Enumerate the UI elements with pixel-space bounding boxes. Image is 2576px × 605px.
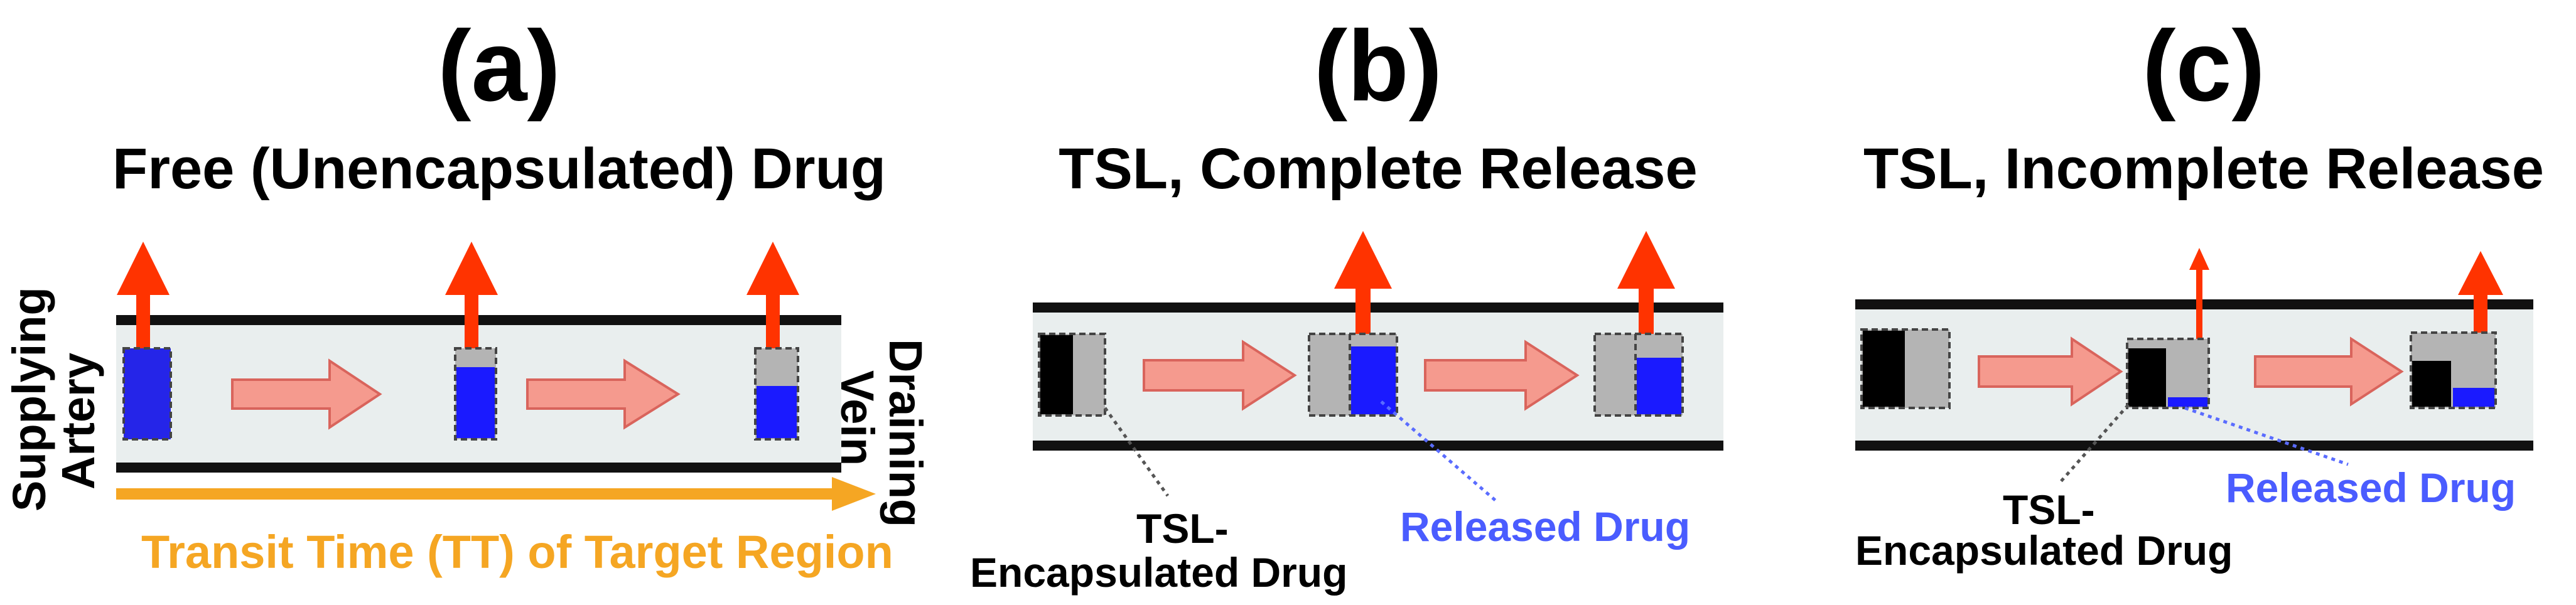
panel-a-right-label: Draining Vein [831, 339, 932, 527]
panel-c: (c) TSL, Incomplete Release [1855, 9, 2544, 574]
panel-b-liposome-1 [1038, 333, 1106, 417]
svg-text:Encapsulated Drug: Encapsulated Drug [1855, 527, 2233, 574]
svg-text:Supplying: Supplying [3, 287, 55, 511]
svg-text:Draining: Draining [880, 339, 932, 527]
panel-a-title: Free (Unencapsulated) Drug [112, 137, 886, 201]
panel-a: (a) Free (Unencapsulated) Drug Supplying… [3, 9, 932, 578]
panel-b-letter: (b) [1314, 9, 1442, 122]
panel-b-encapsulated-label: TSL- Encapsulated Drug [970, 505, 1347, 596]
panel-b-extravasation-arrows [1334, 231, 1675, 339]
panel-a-letter: (a) [438, 9, 561, 122]
svg-text:Vein: Vein [831, 370, 883, 466]
panel-a-extravasation-arrows [117, 242, 799, 351]
panel-c-liposome-3 [2410, 331, 2497, 409]
svg-text:TSL-: TSL- [2003, 486, 2095, 533]
panel-c-released-label: Released Drug [2226, 464, 2516, 511]
panel-c-liposome-1 [1860, 328, 1951, 409]
panel-b-leader-lines [1103, 400, 1499, 503]
panel-b-released-label: Released Drug [1400, 503, 1690, 550]
panel-b-title: TSL, Complete Release [1059, 137, 1697, 201]
panel-c-encapsulated-label: TSL- Encapsulated Drug [1855, 486, 2233, 574]
panel-c-letter: (c) [2142, 9, 2265, 122]
panel-a-timeline: Transit Time (TT) of Target Region [116, 477, 893, 578]
svg-text:Artery: Artery [52, 353, 104, 490]
panel-b-liposome-3 [1593, 333, 1684, 417]
svg-text:Encapsulated Drug: Encapsulated Drug [970, 549, 1347, 596]
panel-c-extravasation-arrows [2189, 248, 2503, 342]
svg-text:TSL-: TSL- [1136, 505, 1229, 552]
panel-c-leader-lines [2058, 404, 2349, 485]
panel-a-left-label: Supplying Artery [3, 287, 104, 511]
panel-c-flow-arrows [1978, 336, 2404, 407]
panel-c-liposome-2 [2126, 338, 2210, 409]
panel-a-flow-arrows [231, 358, 681, 430]
panel-a-timeline-label: Transit Time (TT) of Target Region [141, 526, 893, 578]
panel-b: (b) TSL, Complete Release [970, 9, 1723, 596]
panel-c-title: TSL, Incomplete Release [1863, 137, 2544, 201]
panel-a-bolus-2 [454, 347, 497, 441]
panel-a-bolus-1 [122, 347, 172, 441]
panel-b-flow-arrows [1143, 340, 1580, 411]
panel-a-bolus-3 [754, 347, 799, 441]
